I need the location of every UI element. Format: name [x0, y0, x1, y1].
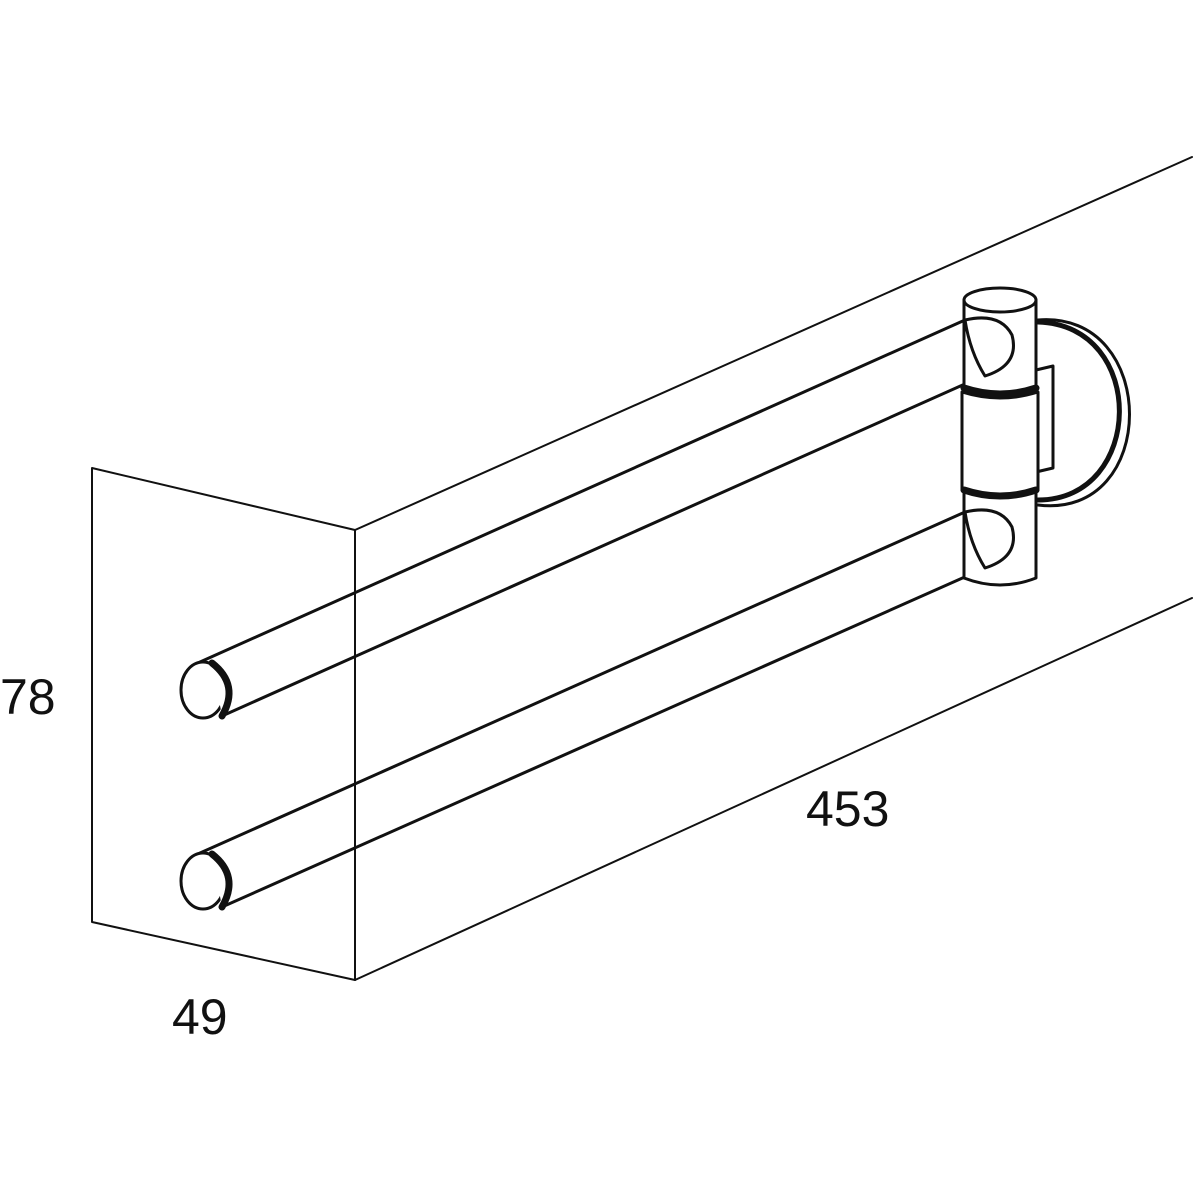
bounding-box: [91, 156, 1193, 981]
round-back-plate-rim: [1035, 319, 1122, 503]
lower-rod: [198, 510, 987, 909]
upper-rod-joint: [963, 316, 1015, 378]
band-bottom: [960, 486, 1040, 500]
box-top-edge: [354, 156, 1193, 531]
rod-end-caps: [179, 659, 233, 911]
height-dimension-label: 78: [0, 669, 56, 725]
box-left-face: [91, 467, 356, 981]
upper-rod: [198, 318, 987, 718]
box-bottom-edge: [354, 597, 1193, 981]
depth-dimension-label: 49: [172, 989, 228, 1045]
column-top: [962, 286, 1038, 314]
band-top: [960, 384, 1040, 398]
pivot-column: [960, 286, 1040, 587]
hinge-sleeve: [960, 390, 1040, 498]
length-dimension-label: 453: [806, 781, 890, 837]
wall-plate: [1034, 318, 1131, 508]
lower-rod-joint: [963, 508, 1015, 570]
